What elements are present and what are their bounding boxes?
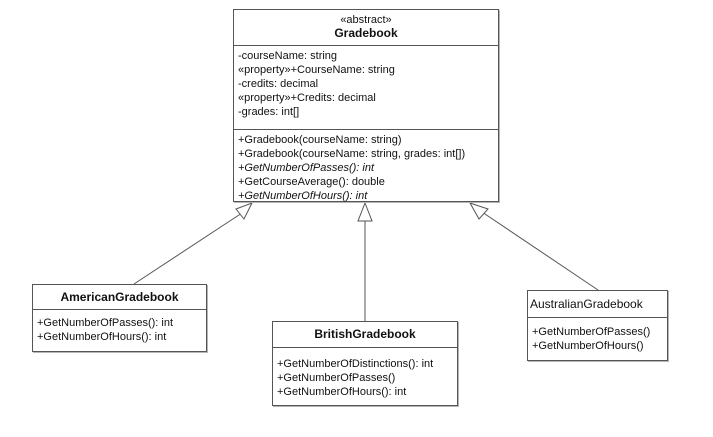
british-gradebook-class-header: BritishGradebook — [273, 322, 457, 348]
american-generalization-arrowhead — [235, 202, 254, 220]
australian-gradebook-methods-compartment: +GetNumberOfPasses() +GetNumberOfHours() — [528, 318, 667, 360]
british-gradebook-methods-compartment: +GetNumberOfDistinctions(): int +GetNumb… — [273, 348, 457, 405]
gradebook-abstract-method: +GetNumberOfPasses(): int — [238, 162, 375, 174]
gradebook-field: -credits: decimal — [238, 78, 319, 90]
australian-generalization-line — [481, 211, 599, 291]
gradebook-field: «property»+CourseName: string — [238, 64, 395, 76]
australian-gradebook-class-header: AustralianGradebook — [528, 291, 667, 318]
gradebook-method: +Gradebook(courseName: string) — [238, 134, 402, 146]
british-gradebook-method: +GetNumberOfDistinctions(): int — [277, 358, 434, 370]
gradebook-class-name: Gradebook — [334, 26, 398, 40]
american-gradebook-method: +GetNumberOfPasses(): int — [37, 317, 174, 329]
gradebook-method: +Gradebook(courseName: string, grades: i… — [238, 148, 466, 160]
american-gradebook-class: AmericanGradebook +GetNumberOfPasses(): … — [32, 284, 207, 352]
british-generalization-arrowhead — [357, 201, 373, 222]
gradebook-class-header: «abstract» Gradebook — [234, 10, 498, 46]
american-gradebook-method: +GetNumberOfHours(): int — [37, 331, 167, 343]
british-gradebook-method: +GetNumberOfPasses() — [277, 372, 396, 384]
british-gradebook-method: +GetNumberOfHours(): int — [277, 386, 407, 398]
gradebook-class: «abstract» Gradebook -courseName: string… — [233, 9, 499, 202]
gradebook-method: +GetCourseAverage(): double — [238, 176, 385, 188]
british-gradebook-class-name: BritishGradebook — [314, 327, 416, 341]
gradebook-fields-compartment: -courseName: string «property»+CourseNam… — [234, 46, 498, 129]
american-gradebook-methods-compartment: +GetNumberOfPasses(): int +GetNumberOfHo… — [33, 310, 206, 351]
gradebook-field: -courseName: string — [238, 50, 338, 62]
gradebook-field: «property»+Credits: decimal — [238, 92, 376, 104]
australian-gradebook-class: AustralianGradebook +GetNumberOfPasses()… — [527, 290, 668, 361]
british-gradebook-class: BritishGradebook +GetNumberOfDistinction… — [272, 321, 458, 406]
american-gradebook-class-header: AmericanGradebook — [33, 285, 206, 310]
gradebook-field: -grades: int[] — [238, 106, 300, 118]
abstract-stereotype: «abstract» — [340, 14, 392, 26]
australian-gradebook-class-name: AustralianGradebook — [530, 297, 643, 311]
gradebook-abstract-method: +GetNumberOfHours(): int — [238, 190, 368, 202]
australian-gradebook-method: +GetNumberOfPasses() — [532, 326, 651, 338]
american-generalization-line — [133, 210, 246, 285]
australian-gradebook-method: +GetNumberOfHours() — [532, 340, 644, 352]
australian-generalization-arrowhead — [468, 202, 489, 220]
american-gradebook-class-name: AmericanGradebook — [60, 290, 179, 304]
gradebook-methods-compartment: +Gradebook(courseName: string) +Gradeboo… — [234, 129, 498, 202]
